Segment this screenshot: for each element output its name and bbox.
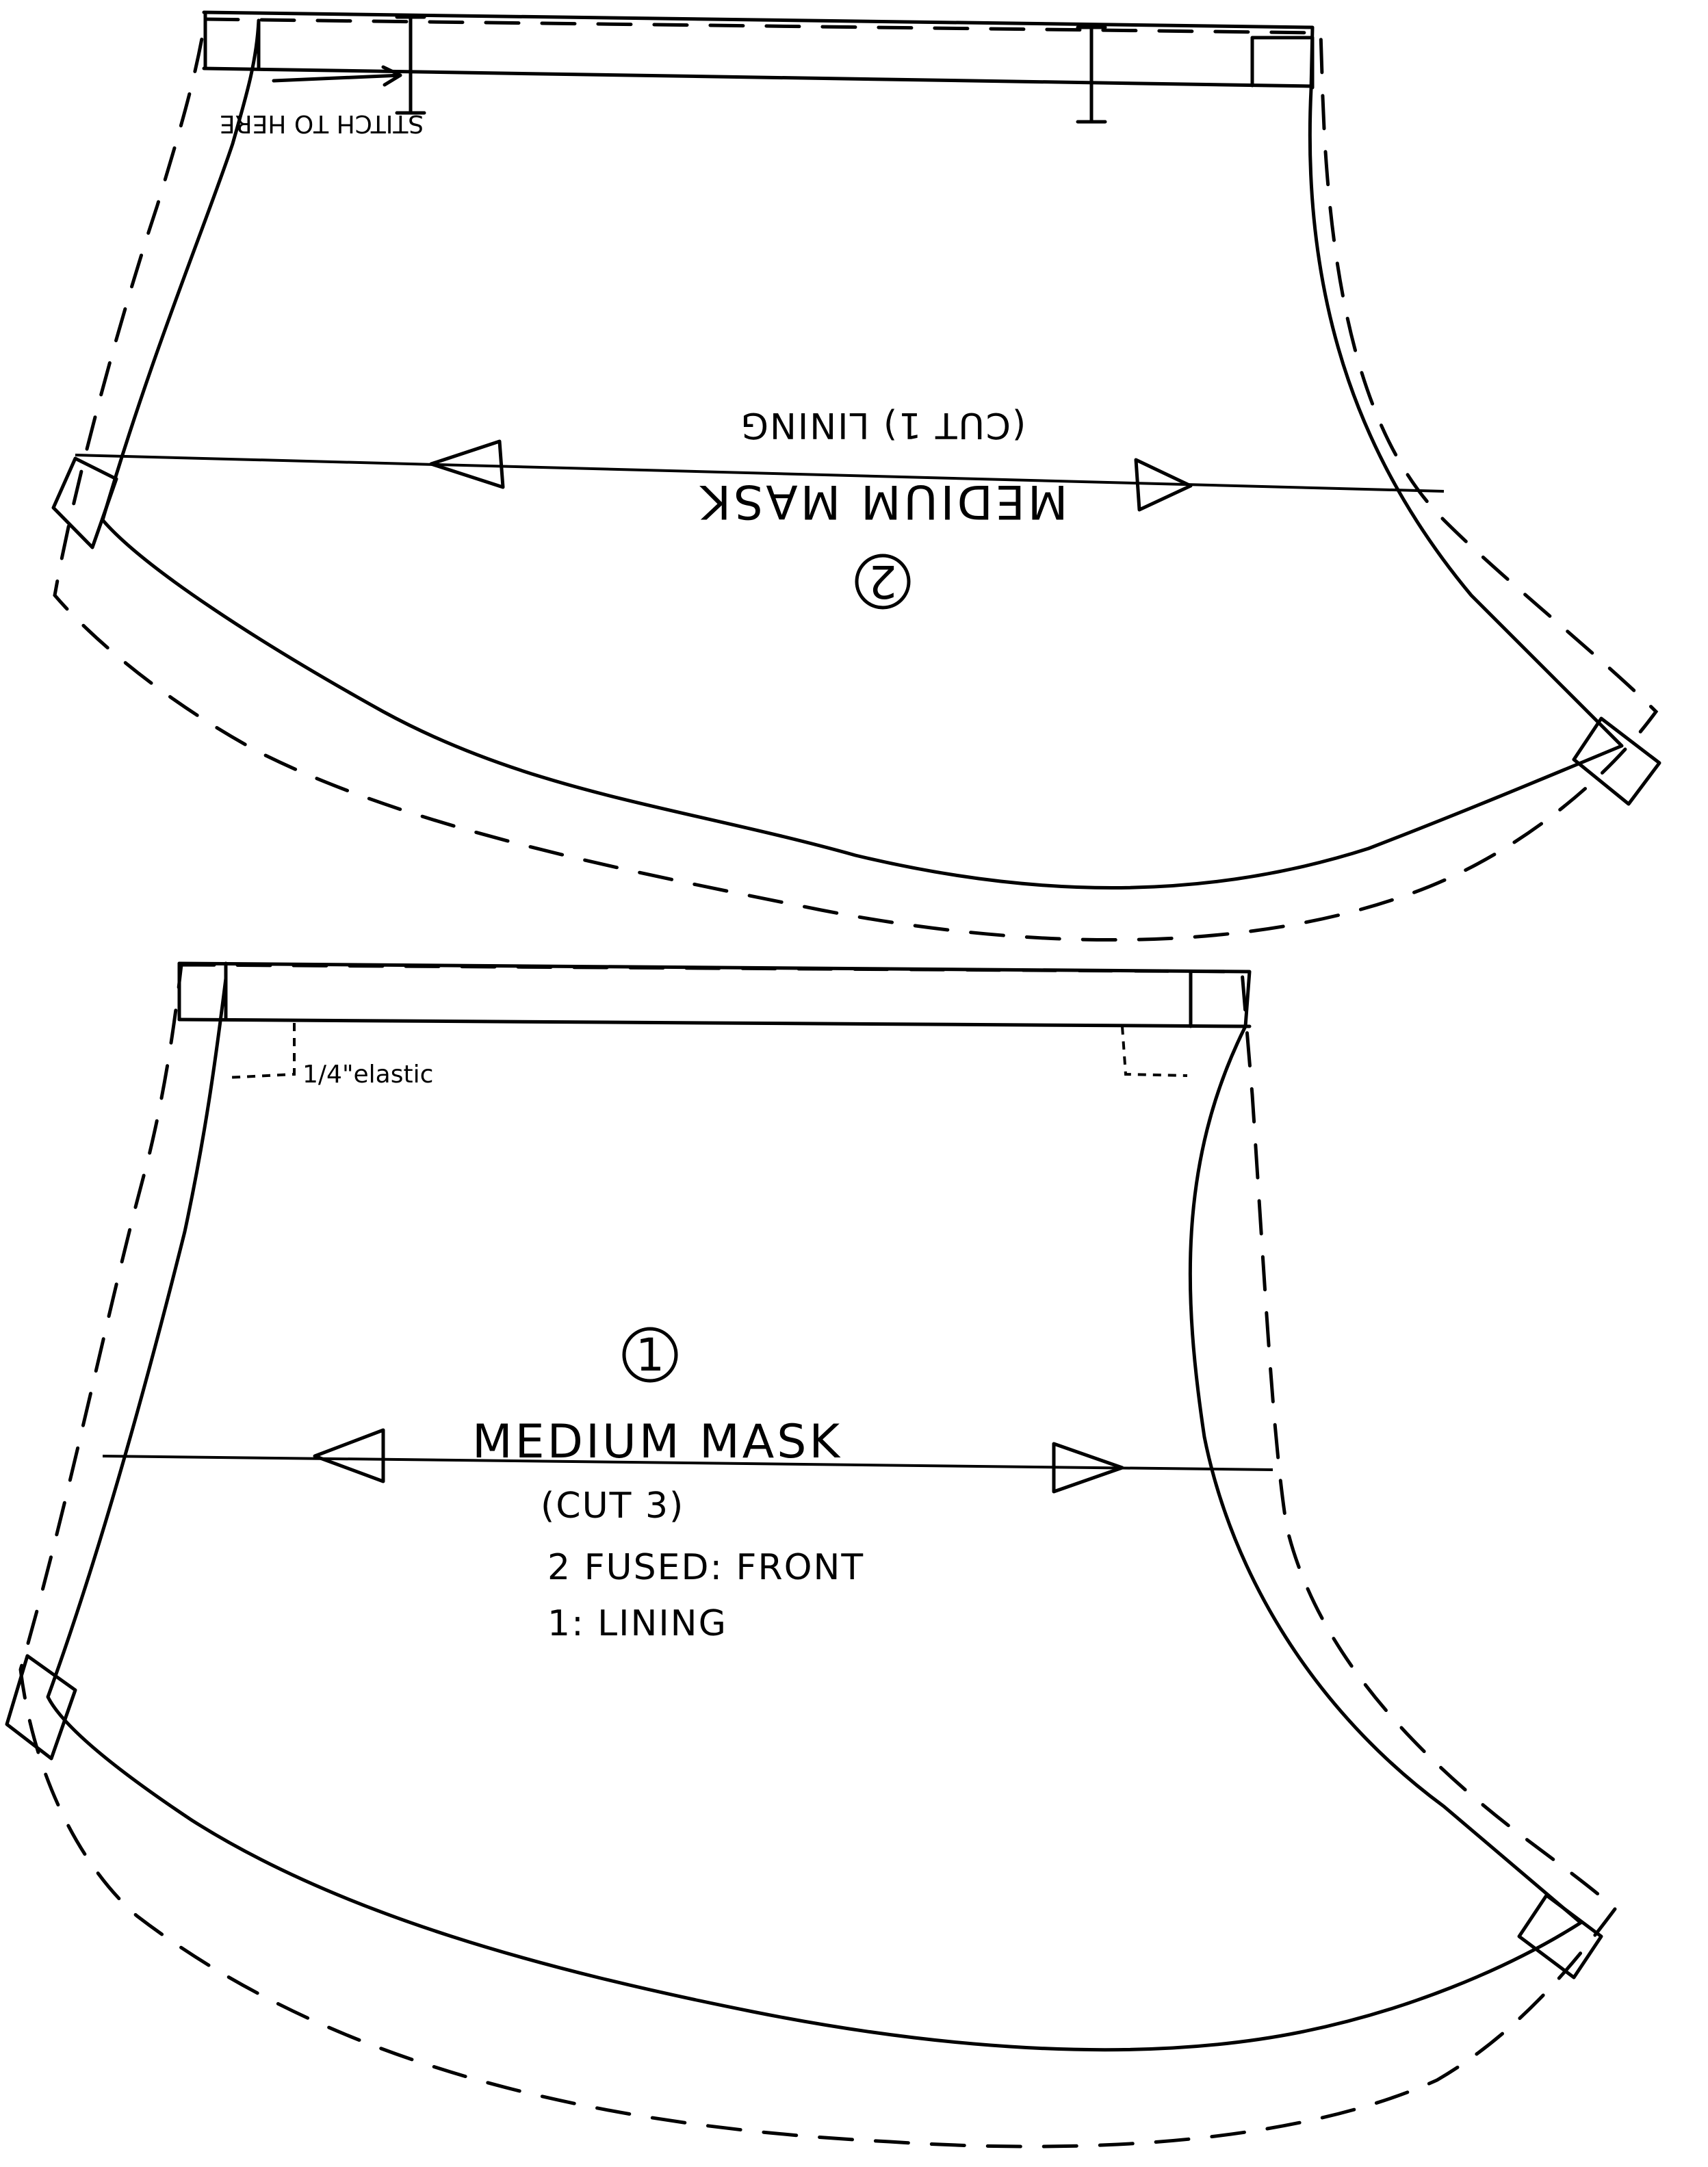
piece-1-right-corner-box	[1517, 1893, 1603, 1980]
piece-2-stitch-marker-right	[1076, 25, 1107, 124]
piece-2-stitch-note: STITCH TO HERE	[220, 109, 424, 138]
piece-1-title: MEDIUM MASK	[472, 1415, 842, 1469]
piece-1-seam-allowance	[18, 963, 1618, 2149]
piece-2-title: MEDIUM MASK	[697, 474, 1068, 528]
piece-1-grainline-arrow-right	[1052, 1442, 1124, 1494]
piece-2-left-corner-box	[51, 456, 118, 549]
piece-2-stitch-arrow	[272, 65, 402, 87]
piece-2-number-circle	[855, 554, 911, 610]
piece-1-elastic-marker-right	[1121, 1026, 1188, 1077]
piece-1-number-circle	[622, 1327, 678, 1383]
mask-piece-1: 1/4"elastic 1 MEDIUM MASK (CUT 3) 2 FUSE…	[5, 961, 1618, 2149]
piece-2-right-notch	[1250, 36, 1315, 90]
piece-2-cut-text: (CUT 1) LINING	[740, 404, 1026, 445]
piece-2-grainline-arrow-right	[1134, 458, 1193, 512]
mask-piece-2: 2 MEDIUM MASK (CUT 1) LINING STITCH TO H…	[51, 10, 1661, 942]
piece-1-instruction-fused: 2 FUSED: FRONT	[547, 1547, 864, 1588]
piece-1-instruction-lining: 1: LINING	[547, 1603, 727, 1644]
piece-1-elastic-marker-left	[225, 1023, 296, 1079]
piece-1-top-seam	[177, 1017, 1252, 1028]
piece-1-left-corner-box	[5, 1654, 77, 1761]
piece-2-stitch-marker-left	[395, 15, 426, 115]
piece-2-number: 2	[868, 555, 897, 608]
piece-2-cut-line	[101, 10, 1624, 890]
piece-1-left-notch	[177, 961, 228, 1022]
piece-2-right-corner-box	[1572, 716, 1661, 806]
piece-1-elastic-note: 1/4"elastic	[302, 1061, 433, 1089]
piece-1-number: 1	[636, 1329, 664, 1381]
piece-1-cut-line	[46, 961, 1583, 2052]
piece-2-grainline	[75, 454, 1445, 493]
piece-2-seam-allowance	[53, 17, 1659, 942]
piece-2-grainline-arrow-left	[429, 439, 505, 489]
piece-1-grainline-arrow-left	[313, 1428, 385, 1483]
piece-1-grainline	[102, 1455, 1273, 1471]
piece-1-cut-text: (CUT 3)	[541, 1485, 684, 1527]
piece-2-left-notch	[203, 12, 261, 70]
